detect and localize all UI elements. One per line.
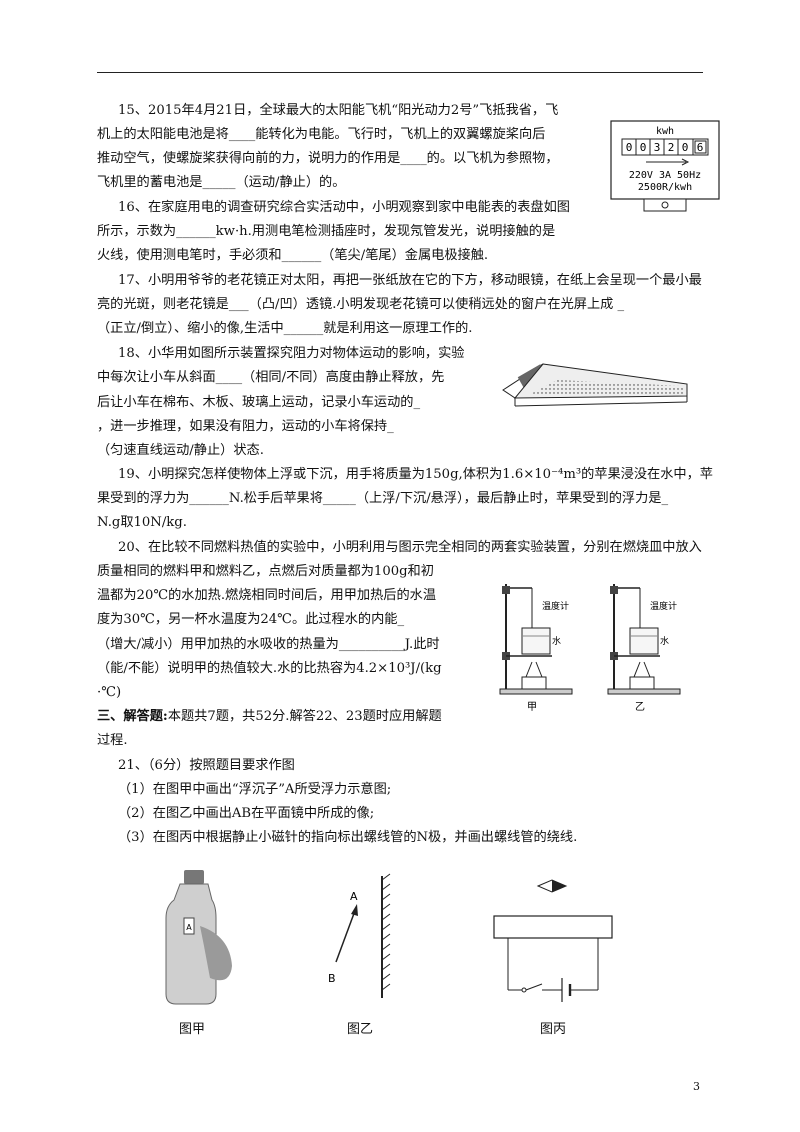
q15-line-3: 推动空气，使螺旋桨获得向前的力，说明力的作用是____的。以飞机为参照物， bbox=[97, 151, 559, 166]
section-3-heading: 三、解答题:本题共7题，共52分.解答22、23题时应用解题 bbox=[97, 709, 442, 725]
q20-line-6: （能/不能）说明甲的热值较大.水的比热容为4.2×10³J/(kg bbox=[97, 661, 442, 676]
meter-digit-5: 0 bbox=[682, 141, 689, 154]
meter-spec-2: 2500R/kwh bbox=[638, 182, 692, 193]
q15-line-1: 15、2015年4月21日，全球最大的太阳能飞机“阳光动力2号”飞抵我省，飞 bbox=[118, 103, 559, 118]
q15-line-2: 机上的太阳能电池是将____能转化为电能。飞行时，飞机上的双翼螺旋桨向后 bbox=[97, 127, 546, 142]
bottle-figure: A bbox=[165, 870, 232, 1005]
electric-meter-figure: kwh 0 0 3 2 0 6 220V 3A 50Hz 2500R/kwh bbox=[610, 120, 720, 212]
water-label-right: 水 bbox=[660, 635, 669, 647]
q20-line-3: 温都为20℃的水加热.燃烧相同时间后，用甲加热后的水温 bbox=[97, 588, 437, 603]
figure-c-caption: 图丙 bbox=[540, 1022, 567, 1037]
thermometer-label-left: 温度计 bbox=[542, 600, 569, 612]
figure-b-caption: 图乙 bbox=[347, 1022, 374, 1037]
setup-right: 温度计 水 乙 bbox=[607, 584, 681, 713]
q16-line-3: 火线，使用测电笔时，手必须和______（笔尖/笔尾）金属电极接触. bbox=[97, 248, 489, 263]
solenoid-figure bbox=[493, 879, 613, 1002]
figure-a-caption: 图甲 bbox=[179, 1022, 206, 1037]
q19-line-3: N.g取10N/kg. bbox=[97, 515, 187, 530]
meter-digit-6: 6 bbox=[697, 141, 704, 154]
q20-line-5: （增大/减小）用甲加热的水吸收的热量为__________J.此时 bbox=[97, 637, 440, 652]
diver-icon bbox=[183, 917, 195, 935]
meter-digit-2: 0 bbox=[640, 141, 647, 154]
water-label-left: 水 bbox=[552, 635, 561, 647]
thermometer-label-right: 温度计 bbox=[650, 600, 677, 612]
q16-line-2: 所示，示数为______kw·h.用测电笔检测插座时，发现氖管发光，说明接触的是 bbox=[97, 224, 556, 239]
setup-left-caption: 甲 bbox=[527, 702, 537, 713]
q19-line-1: 19、小明探究怎样使物体上浮或下沉，用手将质量为150g,体积为1.6×10⁻⁴… bbox=[118, 467, 713, 482]
arrow-head-icon bbox=[351, 904, 358, 916]
q20-line-4: 度为30℃，另一杯水温度为24℃。此过程水的内能_ bbox=[97, 612, 405, 627]
q20-line-7: ·℃) bbox=[97, 685, 122, 700]
q18-line-5: （匀速直线运动/静止）状态. bbox=[97, 443, 264, 458]
meter-digit-3: 3 bbox=[654, 141, 661, 154]
setup-left: 温度计 水 甲 bbox=[499, 584, 573, 713]
q20-line-2: 质量相同的燃料甲和燃料乙，点燃后对质量都为100g和初 bbox=[97, 564, 434, 579]
q20-line-1: 20、在比较不同燃料热值的实验中，小明利用与图示完全相同的两套实验装置，分别在燃… bbox=[118, 540, 702, 555]
q17-line-3: （正立/倒立）、缩小的像,生活中______就是利用这一原理工作的. bbox=[97, 321, 473, 336]
section-3-text-2: 过程. bbox=[97, 733, 128, 748]
q18-line-3: 后让小车在棉布、木板、玻璃上运动，记录小车运动的_ bbox=[97, 395, 421, 410]
q21-item-2: （2）在图乙中画出AB在平面镜中所成的像; bbox=[118, 806, 375, 821]
object-ab-arrow bbox=[335, 907, 357, 963]
solenoid bbox=[493, 915, 613, 939]
hand-icon bbox=[200, 926, 232, 981]
mirror-figure: A B bbox=[328, 873, 391, 998]
bottle-body bbox=[165, 883, 217, 1005]
q21-item-3: （3）在图丙中根据静止小磁针的指向标出螺线管的N极，并画出螺线管的绕线. bbox=[118, 830, 578, 845]
label-b: B bbox=[328, 972, 336, 985]
q21-title: 21、（6分）按照题目要求作图 bbox=[118, 758, 295, 773]
q15-line-4: 飞机里的蓄电池是_____（运动/静止）的。 bbox=[97, 175, 346, 190]
inclined-plane-figure bbox=[502, 363, 688, 407]
q18-line-1: 18、小华用如图所示装置探究阻力对物体运动的影响，实验 bbox=[118, 346, 465, 361]
q19-line-2: 果受到的浮力为______N.松手后苹果将_____（上浮/下沉/悬浮），最后静… bbox=[97, 491, 669, 506]
bottle-cap-icon bbox=[184, 870, 204, 884]
page-number: 3 bbox=[693, 1080, 700, 1093]
q18-line-4: ，进一步推理，如果没有阻力，运动的小车将保持_ bbox=[97, 419, 394, 434]
meter-digit-4: 2 bbox=[668, 141, 675, 154]
meter-unit: kwh bbox=[656, 126, 674, 137]
section-3-title: 三、解答题: bbox=[97, 709, 168, 724]
q21-item-1: （1）在图甲中画出“浮沉子”A所受浮力示意图; bbox=[118, 782, 392, 797]
q18-line-2: 中每次让小车从斜面____（相同/不同）高度由静止释放，先 bbox=[97, 370, 445, 385]
label-a: A bbox=[350, 890, 358, 903]
meter-spec-1: 220V 3A 50Hz bbox=[629, 170, 701, 181]
q16-line-1: 16、在家庭用电的调查研究综合实活动中，小明观察到家中电能表的表盘如图 bbox=[118, 200, 570, 215]
q17-line-2: 亮的光斑，则老花镜是___（凸/凹）透镜.小明发现老花镜可以使稍远处的窗户在光屏… bbox=[97, 297, 625, 312]
q17-line-1: 17、小明用爷爷的老花镜正对太阳，再把一张纸放在它的下方，移动眼镜，在纸上会呈现… bbox=[118, 273, 702, 288]
header-rule bbox=[97, 72, 703, 73]
setup-right-caption: 乙 bbox=[635, 701, 645, 713]
burner-setup-figure: 温度计 水 甲 温度计 水 乙 bbox=[499, 584, 681, 713]
switch-icon bbox=[521, 987, 527, 993]
bottle-label-a: A bbox=[186, 923, 192, 932]
meter-digit-1: 0 bbox=[626, 141, 633, 154]
section-3-text: 本题共7题，共52分.解答22、23题时应用解题 bbox=[167, 709, 442, 724]
